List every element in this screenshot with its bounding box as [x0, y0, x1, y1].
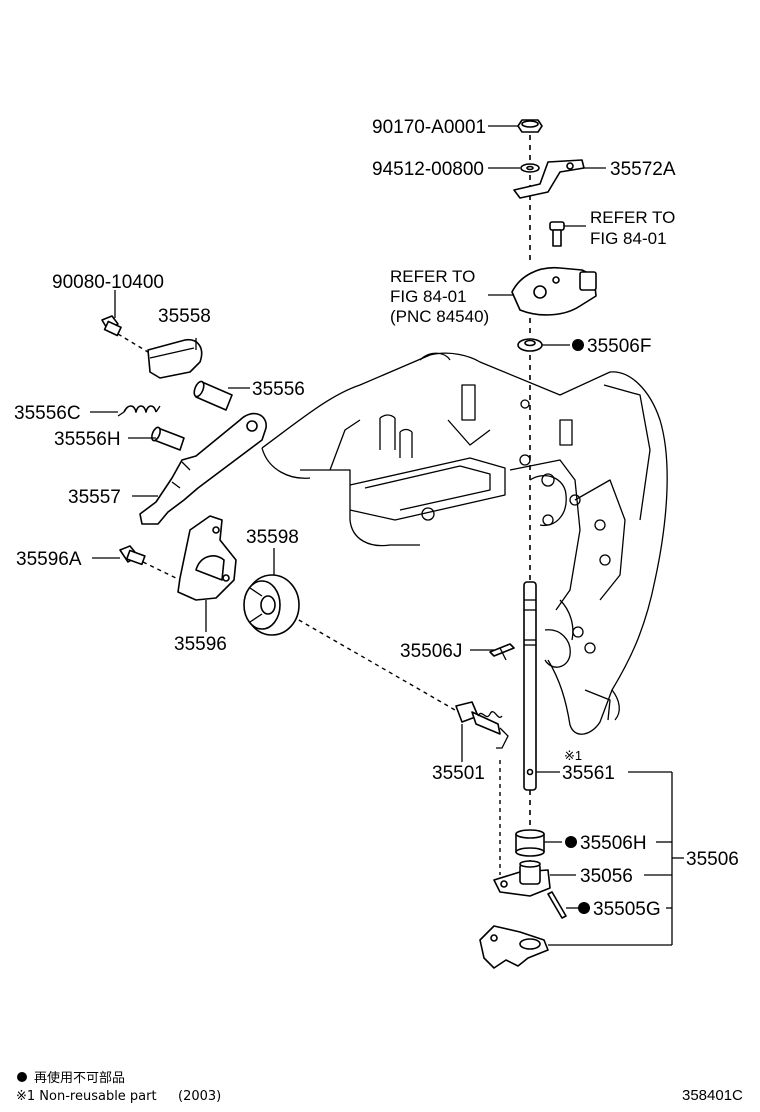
non-reusable-bullet-icon	[565, 836, 577, 848]
lever-35056-icon	[493, 860, 551, 897]
part-labels: 90170-A0001 94512-00800 35572A REFER TO …	[14, 117, 739, 920]
label-35596: 35596	[174, 634, 227, 655]
bracket-35596-icon	[177, 515, 237, 601]
legend-note-text: ※1 Non-reusable part	[16, 1089, 157, 1104]
spring-35556C-icon	[117, 405, 161, 417]
washer-94512-icon	[520, 163, 540, 173]
non-reusable-bullet-icon	[578, 902, 590, 914]
label-35598: 35598	[246, 527, 299, 548]
label-35506J: 35506J	[400, 641, 462, 662]
leader-lines	[90, 125, 684, 946]
label-35505G: 35505G	[593, 899, 661, 920]
label-35558: 35558	[158, 306, 211, 327]
cam-35598-icon	[243, 574, 300, 636]
label-35506: 35506	[686, 849, 739, 870]
label-90080: 90080-10400	[52, 272, 164, 293]
label-refer2-line1: REFER TO	[390, 267, 475, 286]
pin-35506J-icon	[489, 643, 515, 661]
switch-bolt-icon	[549, 221, 565, 247]
parking-rod-35501-icon	[455, 701, 509, 749]
label-35506H: 35506H	[580, 833, 647, 854]
label-35572A: 35572A	[610, 159, 676, 180]
label-94512: 94512-00800	[372, 159, 484, 180]
legend-bullet-icon	[17, 1072, 27, 1082]
manual-shaft-35561-icon	[523, 581, 537, 791]
legend-year: (2003)	[178, 1089, 221, 1104]
label-35557: 35557	[68, 487, 121, 508]
label-35561: 35561	[562, 763, 615, 784]
label-refer1-line2: FIG 84-01	[590, 229, 667, 248]
oil-seal-35506F-icon	[517, 338, 543, 352]
parking-lever-35557-icon	[139, 412, 267, 525]
legend: 再使用不可部品 ※1 Non-reusable part (2003)	[16, 1070, 221, 1104]
label-35596A: 35596A	[16, 549, 82, 570]
pin-35505G-icon	[547, 891, 567, 919]
label-35556H: 35556H	[54, 429, 121, 450]
neutral-start-switch-icon	[511, 267, 597, 316]
label-35556: 35556	[252, 379, 305, 400]
pin-35556-icon	[193, 380, 233, 411]
label-refer2-line3: (PNC 84540)	[390, 307, 489, 326]
label-35506F: 35506F	[587, 336, 651, 357]
bushing-35506H-icon	[515, 829, 545, 857]
transmission-case-drawing	[261, 352, 668, 735]
assembly-lines	[117, 135, 531, 875]
label-35056: 35056	[580, 866, 633, 887]
bolt-35596A-icon	[119, 545, 146, 566]
control-lever-35572A-icon	[513, 159, 585, 199]
legend-bullet-text: 再使用不可部品	[34, 1070, 125, 1086]
label-35556C: 35556C	[14, 403, 81, 424]
non-reusable-bullet-icon	[572, 339, 584, 351]
figure-code: 358401C	[682, 1087, 743, 1104]
plate-35558-icon	[147, 338, 203, 379]
nut-90170-icon	[517, 119, 543, 133]
label-90170: 90170-A0001	[372, 117, 486, 138]
label-refer1-line1: REFER TO	[590, 208, 675, 227]
label-note-mark: ※1	[564, 748, 582, 763]
detent-plate-icon	[479, 925, 549, 969]
label-35501: 35501	[432, 763, 485, 784]
pin-35556H-icon	[151, 426, 185, 451]
label-refer2-line2: FIG 84-01	[390, 287, 467, 306]
bolt-90080-icon	[101, 315, 122, 337]
